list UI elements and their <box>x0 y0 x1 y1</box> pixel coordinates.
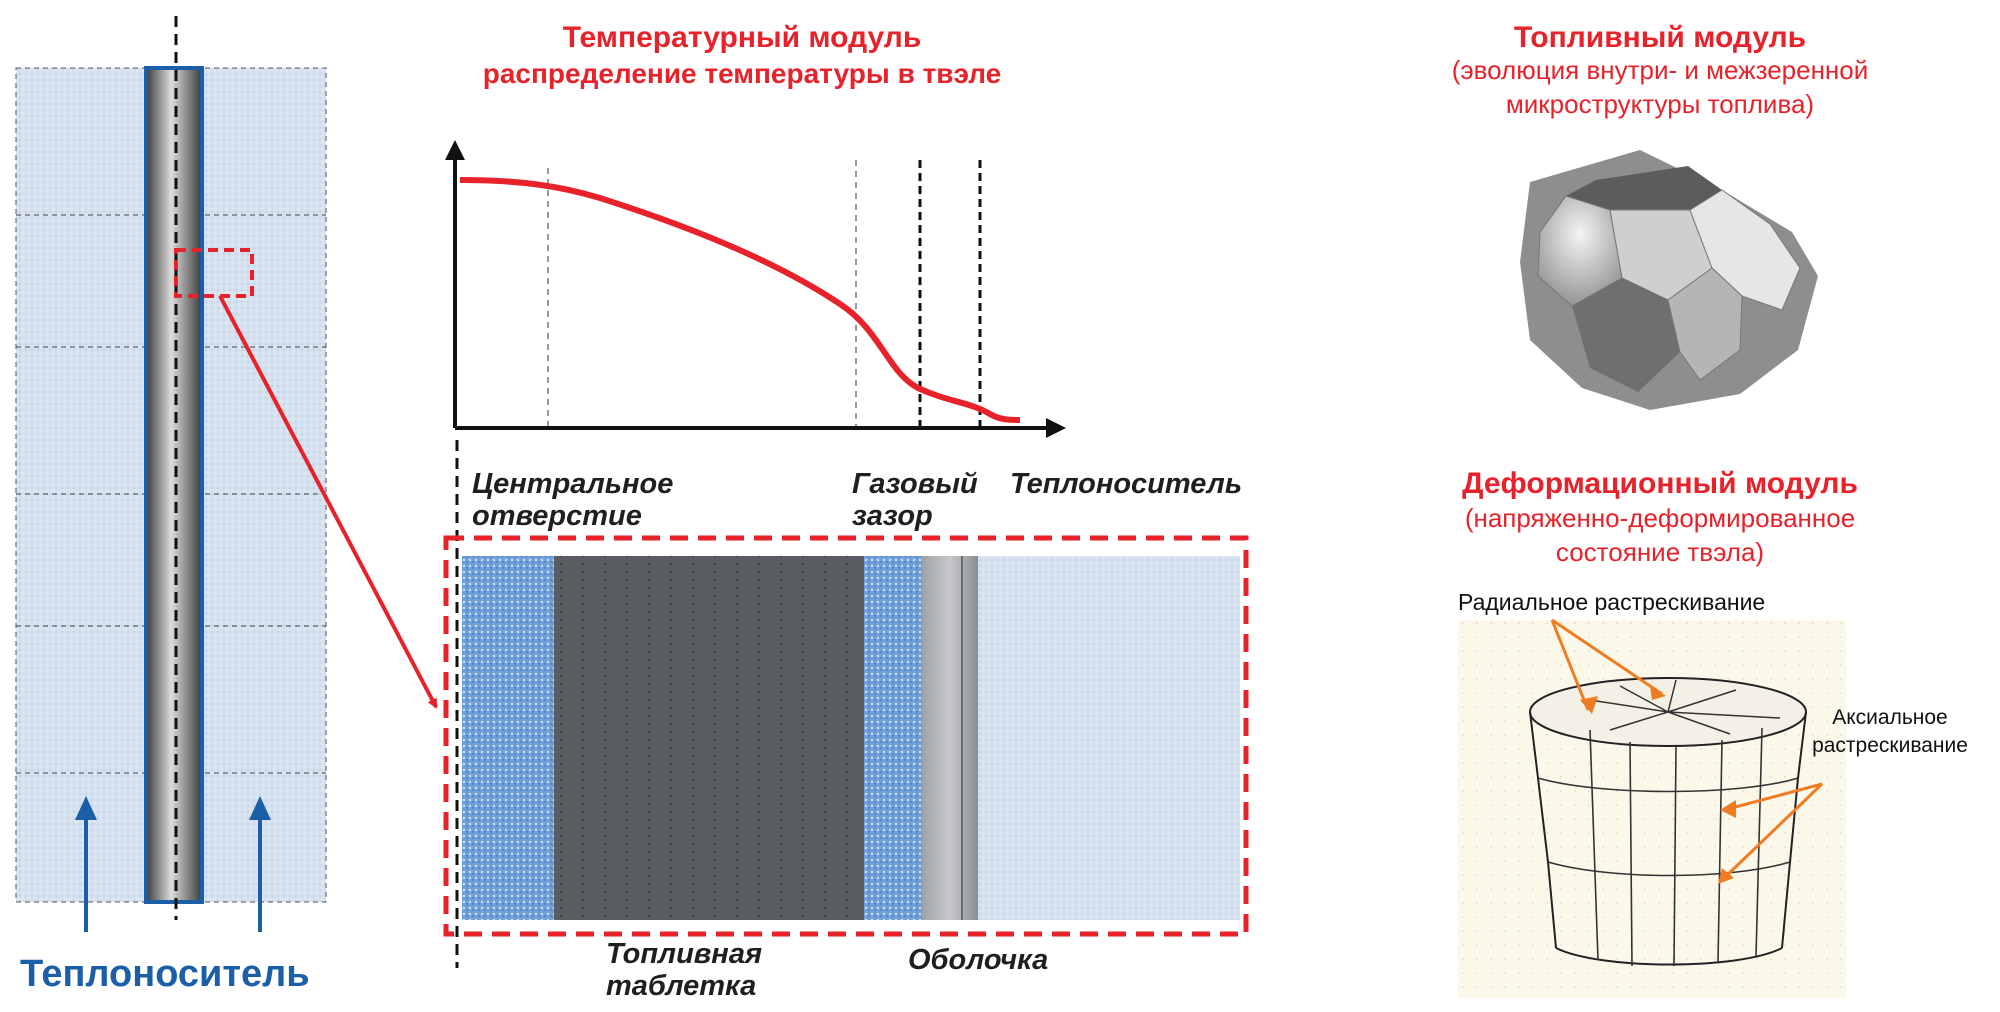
central-hole-label-2: отверстие <box>472 500 642 532</box>
axial-cracking-label-1: Аксиальное <box>1832 706 1948 729</box>
zoom-frame <box>443 535 1249 937</box>
fuel-rod <box>144 66 204 904</box>
deformation-module-title: Деформационный модуль <box>1462 467 1858 500</box>
coolant-flow-arrow-right <box>249 796 271 932</box>
radial-crack-arrows <box>1550 618 1663 711</box>
fuel-module-subtitle-1: (эволюция внутри- и межзеренной <box>1451 55 1869 85</box>
zoom-region-marker <box>174 248 254 298</box>
fuel-module-subtitle-2: микроструктуры топлива) <box>1505 89 1815 119</box>
fuel-module-title: Топливный модуль <box>1513 21 1807 54</box>
gas-gap-region <box>864 556 922 920</box>
radial-cracking-label: Радиальное растрескивание <box>1458 589 1766 615</box>
gas-gap-label-1: Газовый <box>852 468 978 500</box>
cladding-label: Оболочка <box>908 944 1049 976</box>
temperature-profile-plot <box>445 140 1066 968</box>
cladding-region <box>922 556 978 920</box>
deformation-module-subtitle-1: (напряженно-деформированное <box>1464 503 1856 533</box>
temperature-module-title: Температурный модуль <box>562 21 922 54</box>
temperature-curve <box>459 177 1021 423</box>
fuel-pellet-region <box>554 556 864 920</box>
zoom-arrow <box>218 295 438 709</box>
axial-crack-arrows <box>1720 782 1824 882</box>
cracked-pellet-sketch <box>1458 618 1846 998</box>
coolant-label-bottom: Теплоноситель <box>20 953 310 995</box>
coolant-label-top: Теплоноситель <box>1010 468 1243 500</box>
fuel-pellet-label-1: Топливная <box>606 938 763 970</box>
coolant-flow-arrow-left <box>75 796 97 932</box>
rod-cross-section <box>443 535 1249 937</box>
coolant-region <box>978 556 1240 920</box>
axial-cracking-label-2: растрескивание <box>1812 734 1968 757</box>
deformation-module-subtitle-2: состояние твэла) <box>1555 537 1765 567</box>
fuel-pellet-label-2: таблетка <box>606 970 757 1002</box>
gas-gap-label-2: зазор <box>852 500 933 532</box>
central-hole-region <box>462 556 554 920</box>
central-hole-label-1: Центральное <box>472 468 674 500</box>
temperature-module-subtitle: распределение температуры в твэле <box>482 58 1002 89</box>
fuel-rod-assembly <box>15 16 438 932</box>
fuel-grain-icon <box>1520 150 1818 410</box>
